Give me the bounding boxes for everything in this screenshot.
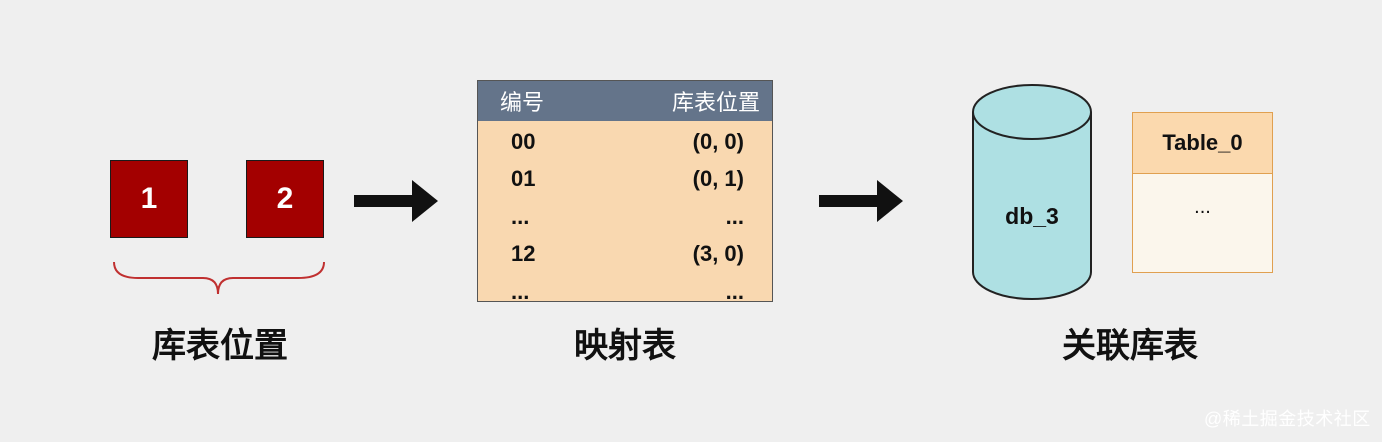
arrow-right-2 — [819, 180, 903, 222]
row-id: 01 — [511, 166, 536, 192]
database-label: db_3 — [1005, 203, 1059, 229]
table-row: 12 (3, 0) — [478, 236, 772, 274]
arrow-right-1 — [354, 180, 438, 222]
related-table: Table_0 ... — [1132, 112, 1273, 273]
header-position: 库表位置 — [671, 90, 760, 115]
position-box-2: 2 — [246, 160, 324, 238]
row-position: (0, 1) — [692, 166, 744, 192]
position-box-2-label: 2 — [276, 182, 294, 215]
row-id: 12 — [511, 241, 536, 267]
position-box-1: 1 — [110, 160, 188, 238]
mapping-table-header: 编号 库表位置 — [478, 81, 772, 121]
header-id: 编号 — [500, 90, 545, 115]
table-row: ... ... — [478, 198, 772, 236]
row-position: ... — [725, 278, 744, 304]
curly-bracket — [113, 261, 325, 295]
database-cylinder-icon — [972, 84, 1092, 300]
table-row: 00 (0, 0) — [478, 123, 772, 161]
watermark: @稀土掘金技术社区 — [1204, 409, 1371, 429]
table-row: 01 (0, 1) — [478, 161, 772, 199]
table-name: Table_0 — [1133, 113, 1272, 174]
table-row: ... ... — [478, 273, 772, 311]
mapping-table: 编号 库表位置 00 (0, 0) 01 (0, 1) ... ... 12 (… — [477, 80, 773, 304]
row-position: ... — [725, 203, 744, 229]
right-caption: 关联库表 — [1062, 327, 1198, 365]
position-box-1-label: 1 — [140, 182, 158, 215]
row-position: (0, 0) — [692, 128, 744, 154]
table-body-ellipsis: ... — [1194, 196, 1211, 218]
left-caption: 库表位置 — [152, 327, 288, 365]
mapping-caption: 映射表 — [574, 327, 676, 365]
row-position: (3, 0) — [692, 241, 744, 267]
row-id: 00 — [511, 128, 536, 154]
row-id: ... — [511, 278, 530, 304]
row-id: ... — [511, 203, 530, 229]
